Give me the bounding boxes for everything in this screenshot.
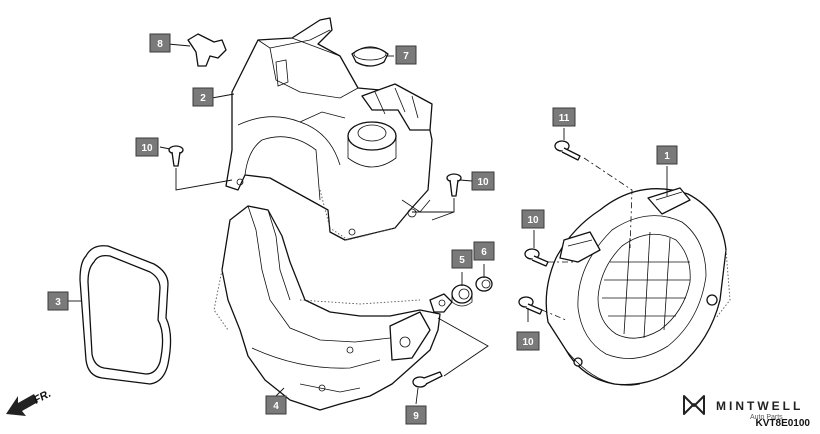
svg-text:10: 10 (141, 143, 153, 154)
brand-tagline: Auto Parts (750, 414, 783, 421)
svg-text:9: 9 (413, 411, 419, 422)
bolt-10d-part (518, 296, 543, 315)
callout-1: 1 (656, 145, 678, 165)
front-arrow-icon (6, 394, 38, 416)
svg-text:1: 1 (664, 151, 670, 162)
brand-name: MINTWELL (716, 399, 803, 413)
front-direction-indicator: FR. (6, 388, 53, 416)
svg-text:8: 8 (157, 39, 163, 50)
clip-part (187, 33, 227, 67)
grommet-5-part (451, 284, 473, 307)
front-direction-label: FR. (32, 388, 53, 407)
svg-text:11: 11 (559, 113, 570, 124)
brand-mark-icon (683, 395, 705, 415)
svg-text:4: 4 (273, 401, 279, 412)
callout-4: 4 (265, 395, 287, 415)
callout-10b: 10 (471, 171, 495, 191)
gasket-part (79, 245, 172, 385)
brand-logo: MINTWELL Auto Parts (683, 395, 803, 421)
bolt-9-part (412, 371, 443, 388)
grommet-6-part (475, 276, 493, 292)
svg-text:10: 10 (477, 177, 489, 188)
bolt-10b-part (446, 173, 462, 197)
diagram-code: KVT8E0100 (756, 418, 811, 429)
svg-text:10: 10 (527, 215, 539, 226)
svg-text:6: 6 (481, 247, 487, 258)
svg-text:5: 5 (459, 255, 465, 266)
callout-9: 9 (405, 405, 427, 425)
callout-10a: 10 (135, 137, 159, 157)
fan-cover-part (545, 187, 731, 386)
leader-lines (66, 43, 668, 405)
bolt-10a-part (168, 145, 184, 167)
callout-8: 8 (149, 33, 171, 53)
svg-text:7: 7 (403, 51, 409, 62)
callout-10c: 10 (521, 209, 545, 229)
grommet-cap-part (351, 46, 389, 67)
svg-text:2: 2 (200, 93, 206, 104)
callout-2: 2 (192, 87, 214, 107)
callout-7: 7 (395, 45, 417, 65)
callout-10d: 10 (516, 331, 540, 351)
lower-shroud-part (213, 205, 453, 411)
callout-5: 5 (451, 249, 473, 269)
bolt-11-part (554, 140, 581, 161)
svg-text:10: 10 (522, 337, 534, 348)
callout-6: 6 (473, 241, 495, 261)
svg-text:3: 3 (55, 297, 61, 308)
bolt-10c-part (524, 248, 549, 267)
callout-11: 11 (552, 107, 576, 127)
upper-shroud-part (225, 17, 433, 241)
callout-3: 3 (47, 291, 69, 311)
